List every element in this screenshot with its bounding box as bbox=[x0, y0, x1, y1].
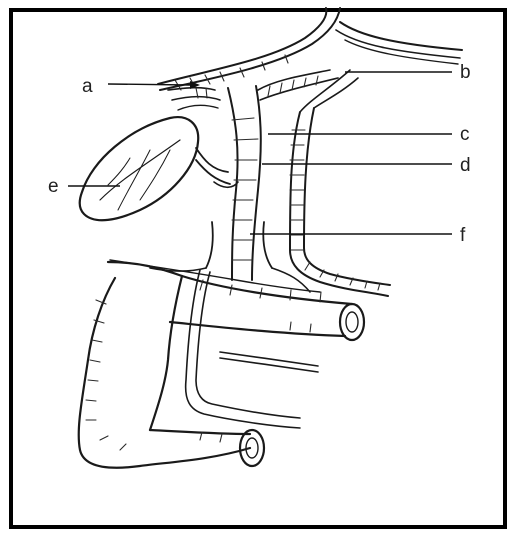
label-f: f bbox=[460, 225, 466, 246]
leader-a bbox=[108, 84, 190, 85]
label-d: d bbox=[460, 155, 471, 176]
label-c: c bbox=[460, 124, 470, 145]
label-b: b bbox=[460, 62, 471, 83]
label-e: e bbox=[48, 176, 59, 197]
label-a: a bbox=[82, 76, 93, 97]
